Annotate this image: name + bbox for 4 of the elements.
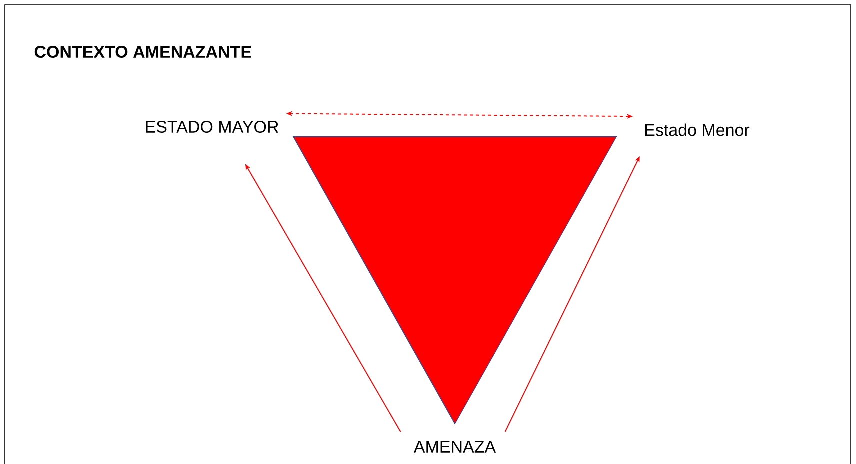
node-label: ESTADO MAYOR: [146, 120, 278, 134]
node-label: AMENAZA: [414, 441, 496, 453]
title: CONTEXTO AMENAZANTE: [34, 46, 252, 58]
node-label: Estado Menor: [645, 124, 750, 136]
